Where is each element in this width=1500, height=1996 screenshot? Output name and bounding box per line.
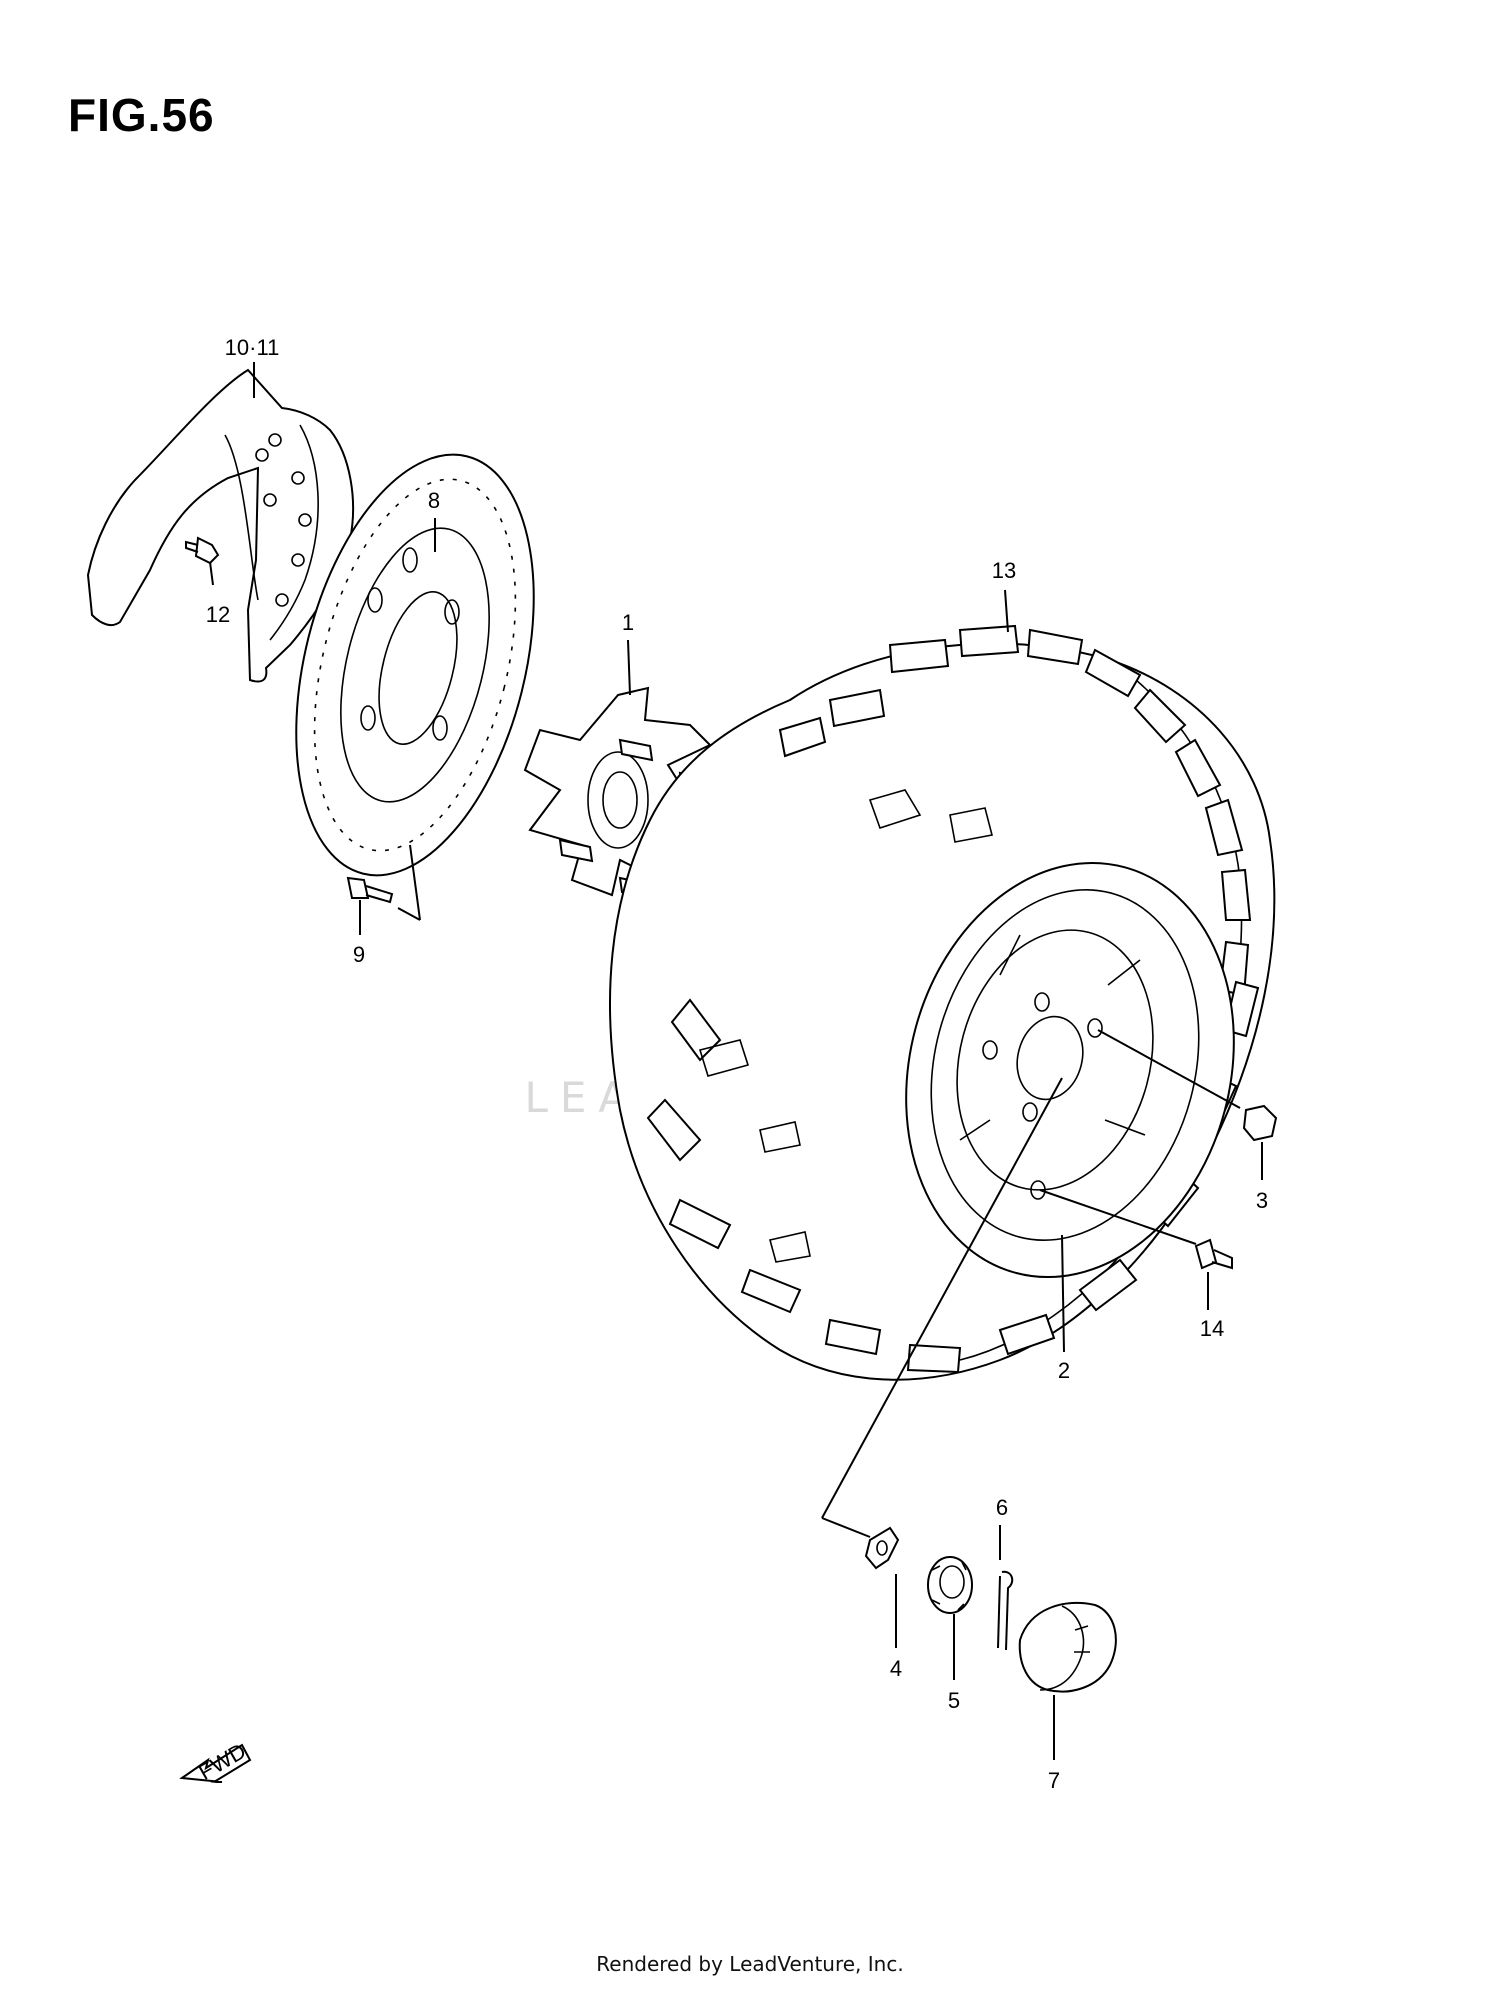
fwd-arrow-icon: FWD xyxy=(179,1738,252,1785)
castle-nut xyxy=(927,1556,973,1680)
callout-5: 5 xyxy=(948,1688,960,1713)
bolt-12 xyxy=(185,536,220,586)
footer-credit: Rendered by LeadVenture, Inc. xyxy=(596,1952,904,1976)
callout-3: 3 xyxy=(1256,1188,1268,1213)
leader-2 xyxy=(1061,1234,1065,1353)
valve-stem xyxy=(1194,1238,1233,1310)
hub-cap xyxy=(1018,1601,1117,1760)
cotter-pin xyxy=(997,1525,1014,1651)
leader-13 xyxy=(1004,589,1009,633)
callout-1: 1 xyxy=(622,610,634,635)
lock-washer xyxy=(864,1526,900,1648)
callout-12: 12 xyxy=(206,602,230,627)
callout-9: 9 xyxy=(353,942,365,967)
leader-14 xyxy=(1039,1189,1197,1245)
callout-4: 4 xyxy=(890,1656,902,1681)
brake-disc xyxy=(295,453,535,921)
figure-title: FIG.56 xyxy=(68,89,215,141)
callout-7: 7 xyxy=(1048,1768,1060,1793)
callout-6: 6 xyxy=(996,1495,1008,1520)
callout-10-11: 10·11 xyxy=(225,335,280,360)
callout-14: 14 xyxy=(1200,1316,1224,1341)
leader-4 xyxy=(821,1077,1063,1519)
brake-shield xyxy=(86,368,355,683)
wheel-nut xyxy=(1242,1104,1278,1180)
callout-8: 8 xyxy=(428,488,440,513)
callout-2: 2 xyxy=(1058,1358,1070,1383)
leader-1 xyxy=(627,639,631,696)
callout-13: 13 xyxy=(992,558,1016,583)
leader-4b xyxy=(821,1517,871,1538)
leader-3 xyxy=(1097,1029,1241,1109)
wheel-rim xyxy=(905,861,1235,1279)
bolt-9 xyxy=(346,876,394,935)
